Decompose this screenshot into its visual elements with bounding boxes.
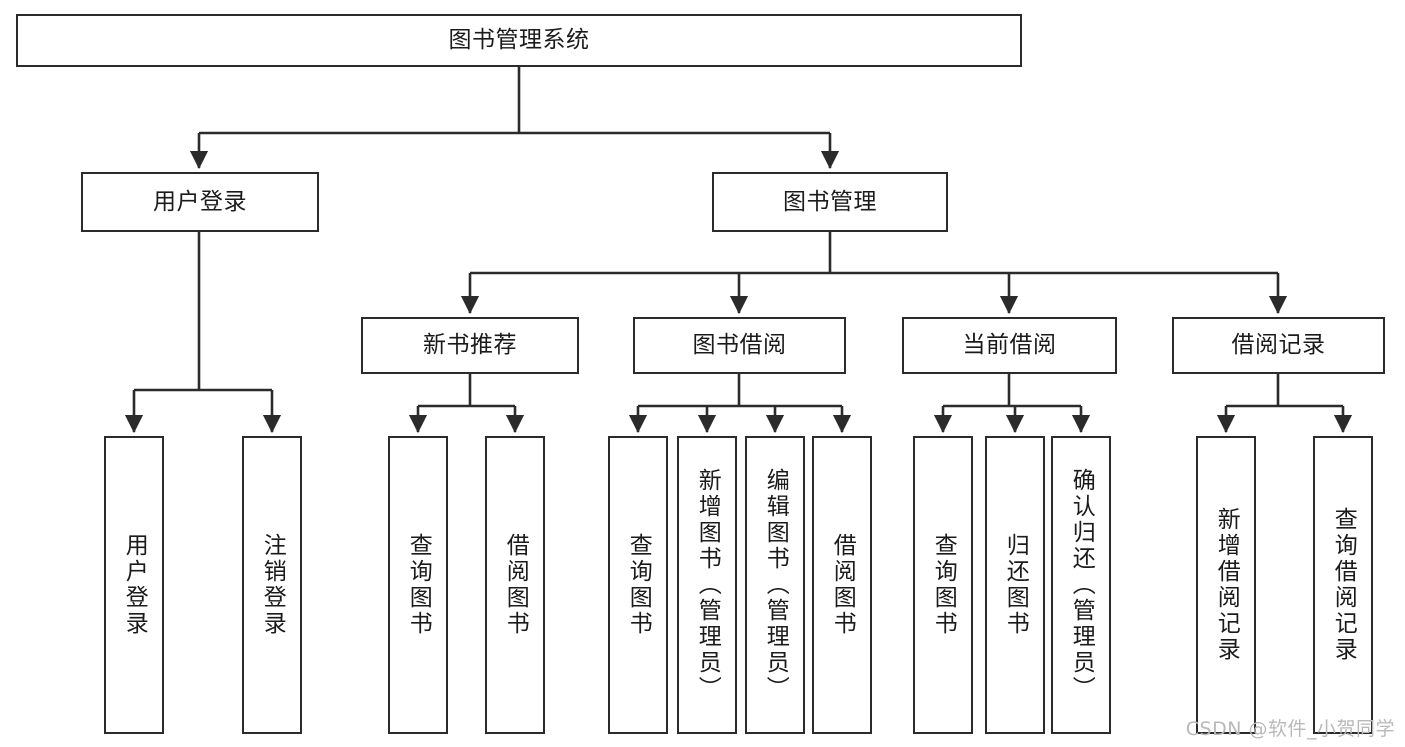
node-leaf-user-login-label: 用户登录 <box>121 533 148 637</box>
node-leaf-confirm-return-label: 确认归还（管理员） <box>1068 468 1095 702</box>
node-leaf-borrow-book-label: 借阅图书 <box>829 533 856 637</box>
node-leaf-query-book-rec-label: 查询图书 <box>405 533 432 637</box>
node-user-login[interactable]: 用户登录 <box>81 172 319 232</box>
node-book-borrow[interactable]: 图书借阅 <box>633 317 846 374</box>
node-borrow-record-label: 借阅记录 <box>1231 332 1326 359</box>
node-leaf-borrow-book-rec[interactable]: 借阅图书 <box>485 436 545 734</box>
node-book-borrow-label: 图书借阅 <box>692 332 787 359</box>
node-leaf-logout[interactable]: 注销登录 <box>242 436 302 734</box>
node-new-book-recommend[interactable]: 新书推荐 <box>361 317 579 374</box>
node-borrow-record[interactable]: 借阅记录 <box>1172 317 1385 374</box>
node-leaf-confirm-return[interactable]: 确认归还（管理员） <box>1051 436 1111 734</box>
node-leaf-add-borrow-record-label: 新增借阅记录 <box>1213 507 1240 663</box>
node-leaf-query-book-rec[interactable]: 查询图书 <box>388 436 448 734</box>
node-leaf-query-book-borrow-label: 查询图书 <box>625 533 652 637</box>
node-leaf-user-login[interactable]: 用户登录 <box>104 436 164 734</box>
node-book-manage-label: 图书管理 <box>783 188 877 215</box>
node-leaf-edit-book[interactable]: 编辑图书（管理员） <box>745 436 805 734</box>
node-current-borrow-label: 当前借阅 <box>962 332 1057 359</box>
node-leaf-query-book-borrow[interactable]: 查询图书 <box>608 436 668 734</box>
node-leaf-edit-book-label: 编辑图书（管理员） <box>762 468 789 702</box>
node-leaf-logout-label: 注销登录 <box>259 533 286 637</box>
node-leaf-borrow-book-rec-label: 借阅图书 <box>502 533 529 637</box>
node-book-manage[interactable]: 图书管理 <box>712 172 948 232</box>
node-root-label: 图书管理系统 <box>448 27 590 54</box>
node-leaf-add-book[interactable]: 新增图书（管理员） <box>677 436 737 734</box>
node-leaf-query-borrow-record[interactable]: 查询借阅记录 <box>1313 436 1373 734</box>
node-root[interactable]: 图书管理系统 <box>16 14 1022 67</box>
node-current-borrow[interactable]: 当前借阅 <box>902 317 1117 374</box>
node-leaf-add-borrow-record[interactable]: 新增借阅记录 <box>1196 436 1256 734</box>
node-leaf-query-book-current[interactable]: 查询图书 <box>913 436 973 734</box>
node-leaf-query-borrow-record-label: 查询借阅记录 <box>1330 507 1357 663</box>
node-user-login-label: 用户登录 <box>153 188 247 215</box>
node-leaf-add-book-label: 新增图书（管理员） <box>694 468 721 702</box>
node-leaf-return-book-label: 归还图书 <box>1002 533 1029 637</box>
node-leaf-return-book[interactable]: 归还图书 <box>985 436 1045 734</box>
watermark-text: CSDN @软件_小贺同学 <box>1185 718 1395 740</box>
node-leaf-query-book-current-label: 查询图书 <box>930 533 957 637</box>
node-new-book-recommend-label: 新书推荐 <box>423 332 517 359</box>
node-leaf-borrow-book[interactable]: 借阅图书 <box>812 436 872 734</box>
